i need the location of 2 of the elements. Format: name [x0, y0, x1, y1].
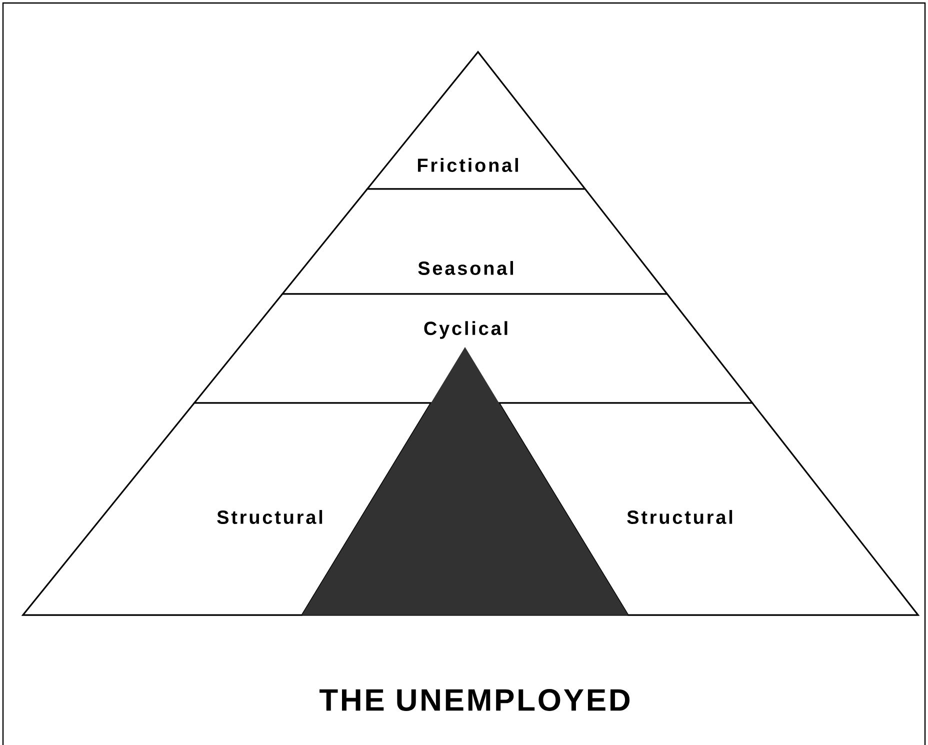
node-label: Structural [627, 510, 732, 524]
title: THE UNEMPLOYED [320, 689, 630, 711]
